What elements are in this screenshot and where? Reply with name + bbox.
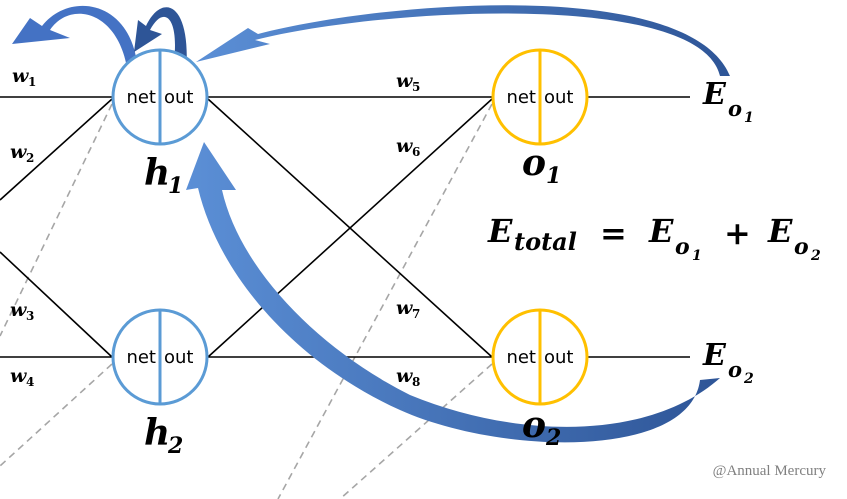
weight-letter: w	[396, 365, 413, 387]
eq-t2-o: o	[794, 234, 809, 260]
weight-sub: 3	[26, 309, 34, 323]
node-name-letter: o	[522, 404, 546, 446]
eq-t2-E: E	[767, 212, 793, 250]
error-eo1-E: E	[702, 77, 727, 112]
node-name-sub: 2	[167, 433, 183, 459]
eq-t1-sub: 1	[692, 248, 702, 264]
error-eo1-sub: 1	[744, 110, 754, 126]
arrow-eo1-to-h1	[196, 5, 730, 77]
node-name-sub: 1	[546, 163, 561, 189]
eq-t2-sub: 2	[810, 248, 821, 264]
arrow-eo2-to-h1	[186, 142, 720, 443]
edge-w3	[0, 251, 113, 358]
net-label: net	[506, 347, 536, 368]
edge-w2	[0, 98, 113, 201]
error-eo1-o: o	[728, 96, 742, 121]
edge-w7	[207, 98, 493, 358]
weight-letter: w	[396, 70, 413, 92]
node-name-letter: h	[144, 412, 170, 454]
weight-sub: 8	[412, 375, 420, 389]
weight-letter: w	[10, 365, 27, 387]
net-label: net	[126, 347, 156, 368]
solid-edges	[0, 96, 690, 358]
eq-equals: =	[600, 214, 627, 252]
eq-t1-E: E	[648, 212, 674, 250]
net-label: net	[506, 87, 536, 108]
node-name-h1: h1	[144, 152, 183, 199]
weight-sub: 5	[412, 80, 420, 94]
node-name-sub: 1	[168, 173, 183, 199]
weight-letter: w	[10, 299, 27, 321]
weight-sub: 6	[412, 145, 420, 159]
dashed-edge	[0, 363, 113, 467]
weight-letter: w	[10, 141, 27, 163]
net-label: net	[126, 87, 156, 108]
dashed-edge	[339, 363, 493, 499]
backprop-arrows	[12, 5, 730, 443]
watermark: @Annual Mercury	[713, 463, 827, 479]
node-name-letter: h	[144, 152, 170, 194]
dashed-edge	[277, 103, 493, 499]
error-eo2-E: E	[702, 338, 727, 373]
node-name-h2: h2	[144, 412, 183, 459]
error-label-eo1: E o 1	[702, 77, 754, 126]
out-label: out	[544, 87, 573, 108]
error-label-eo2: E o 2	[702, 338, 754, 387]
dashed-edges	[0, 103, 493, 499]
weight-letter: w	[396, 135, 413, 157]
error-eo2-sub: 2	[743, 371, 754, 387]
eq-lhs-E: E	[487, 212, 513, 250]
arrow-curl-middle	[134, 7, 187, 75]
total-error-equation: E total = E o 1 + E o 2	[487, 212, 821, 264]
weight-sub: 4	[26, 375, 34, 389]
weight-letter: w	[12, 65, 29, 87]
error-eo2-o: o	[728, 357, 742, 382]
dashed-edge	[0, 103, 113, 337]
weight-sub: 7	[412, 307, 420, 321]
out-label: out	[544, 347, 573, 368]
node-name-sub: 2	[545, 425, 561, 451]
node-name-letter: o	[522, 142, 546, 184]
weight-sub: 1	[28, 75, 36, 89]
eq-t1-o: o	[675, 234, 690, 260]
out-label: out	[164, 87, 193, 108]
eq-plus: +	[724, 214, 751, 252]
weight-letter: w	[396, 297, 413, 319]
out-label: out	[164, 347, 193, 368]
weight-sub: 2	[26, 151, 34, 165]
eq-lhs-sub: total	[514, 227, 577, 256]
arrow-curl-left	[12, 5, 138, 74]
